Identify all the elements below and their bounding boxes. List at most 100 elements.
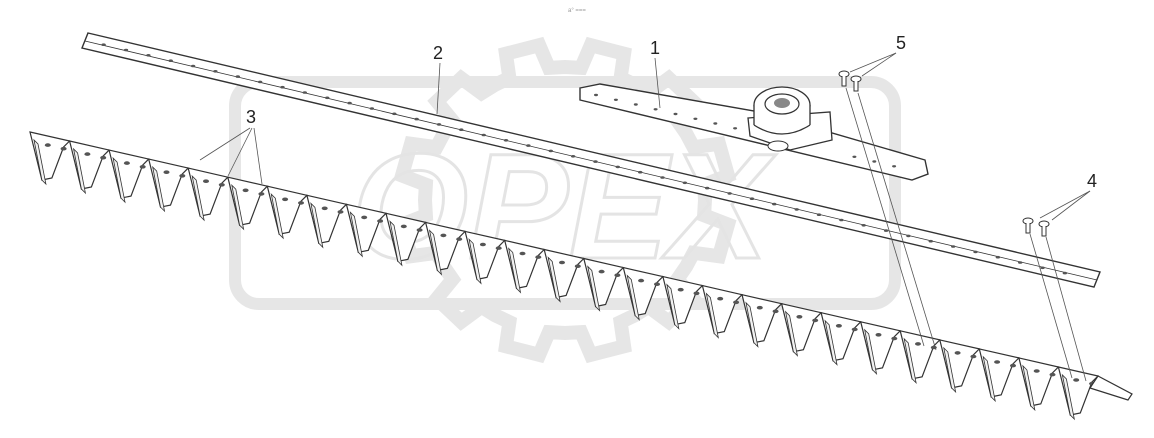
section-bevel xyxy=(705,292,719,339)
section-bevel xyxy=(864,328,878,376)
section-bevel xyxy=(784,310,799,357)
section-hole xyxy=(954,351,961,355)
rivet-shank xyxy=(853,81,859,92)
section-blade xyxy=(978,348,1021,398)
back-bar-holes xyxy=(101,43,1068,275)
section-hole xyxy=(654,282,660,287)
section-hole xyxy=(756,305,763,310)
back-bar-hole xyxy=(146,54,151,57)
section-bevel xyxy=(508,247,522,294)
section-hole xyxy=(440,233,447,238)
section-hole xyxy=(851,327,858,332)
section-bevel xyxy=(982,355,996,403)
section-hole xyxy=(970,354,977,359)
head-bar-hole xyxy=(713,122,718,125)
section-bevel xyxy=(824,319,838,366)
section-bevel xyxy=(943,346,957,394)
section-hole xyxy=(84,152,91,156)
head-bar-hole xyxy=(892,165,897,168)
part-5-rivets xyxy=(838,70,862,92)
section-hole xyxy=(242,188,249,193)
section-bevel xyxy=(587,265,601,312)
section-hole xyxy=(717,296,724,301)
section-hole xyxy=(1049,372,1056,377)
section-hole xyxy=(1033,369,1040,373)
section-bevel xyxy=(903,337,917,385)
head-bar-hole xyxy=(733,127,738,130)
section-hole xyxy=(361,215,368,220)
section-hole xyxy=(693,291,700,296)
section-hole xyxy=(915,342,921,346)
section-hole xyxy=(139,165,146,169)
section-hole xyxy=(677,287,684,292)
back-bar-hole xyxy=(526,144,531,147)
rivet-path-5 xyxy=(845,87,925,347)
back-bar-hole xyxy=(749,197,755,200)
part-3-knife-sections xyxy=(29,131,1133,421)
back-bar-hole xyxy=(1062,271,1068,275)
back-bar-hole xyxy=(436,123,442,126)
section-blade xyxy=(1018,357,1060,407)
section-blade xyxy=(899,329,941,380)
knife-section xyxy=(266,185,309,240)
back-bar-edge xyxy=(84,40,1098,281)
head-bar-holes xyxy=(594,93,897,168)
leader-4 xyxy=(1051,190,1091,221)
leader-1 xyxy=(654,57,661,109)
back-bar-hole xyxy=(772,202,777,206)
section-hole xyxy=(179,174,186,178)
knife-section xyxy=(899,329,941,385)
leader-2 xyxy=(436,62,441,115)
section-hole xyxy=(796,315,803,319)
knife-section xyxy=(187,167,229,222)
section-blade xyxy=(68,140,111,190)
back-bar-hole xyxy=(951,245,956,248)
section-hole xyxy=(535,255,542,259)
knife-section xyxy=(820,311,862,366)
section-blade xyxy=(820,311,862,362)
back-bar-hole xyxy=(481,133,486,137)
back-bar-hole xyxy=(392,112,397,116)
section-hole xyxy=(400,224,407,229)
knife-section xyxy=(859,320,902,376)
back-bar-hole xyxy=(570,155,576,158)
back-bar-hole xyxy=(257,80,263,84)
back-bar-hole xyxy=(973,250,978,254)
head-bar-hole xyxy=(613,98,618,102)
section-hole xyxy=(218,183,225,187)
section-hole xyxy=(100,155,107,160)
section-hole xyxy=(456,237,463,241)
knife-section xyxy=(622,266,665,321)
back-bar-hole xyxy=(1040,266,1045,270)
knife-section xyxy=(1057,366,1100,421)
section-bevel xyxy=(270,192,284,240)
part-4-rivets xyxy=(1022,217,1050,237)
section-hole xyxy=(994,360,1001,364)
knife-section xyxy=(978,348,1021,403)
section-hole xyxy=(812,318,819,323)
callout-3: 3 xyxy=(246,107,256,127)
back-bar-hole xyxy=(280,85,285,89)
header-caption: a° === xyxy=(568,8,586,14)
section-hole xyxy=(123,161,130,165)
back-bar-hole xyxy=(190,64,196,68)
section-bevel xyxy=(1061,373,1075,421)
back-bar-body xyxy=(81,32,1101,288)
leader-3 xyxy=(227,127,253,177)
rivet-icon xyxy=(1038,220,1050,237)
knife-section xyxy=(68,140,111,195)
rivet-path-5 xyxy=(857,92,937,351)
section-blade xyxy=(780,302,823,353)
section-end-cap xyxy=(1089,375,1133,401)
back-bar-hole xyxy=(548,149,553,153)
section-bevel xyxy=(349,211,363,258)
back-bar-hole xyxy=(347,101,352,105)
knife-section xyxy=(29,131,71,186)
back-bar-hole xyxy=(593,160,598,163)
section-hole xyxy=(203,179,209,183)
head-bar-hole xyxy=(633,103,638,106)
back-bar-hole xyxy=(168,59,173,62)
back-bar-hole xyxy=(123,48,129,52)
section-hole xyxy=(598,269,605,274)
back-bar-hole xyxy=(660,176,665,179)
